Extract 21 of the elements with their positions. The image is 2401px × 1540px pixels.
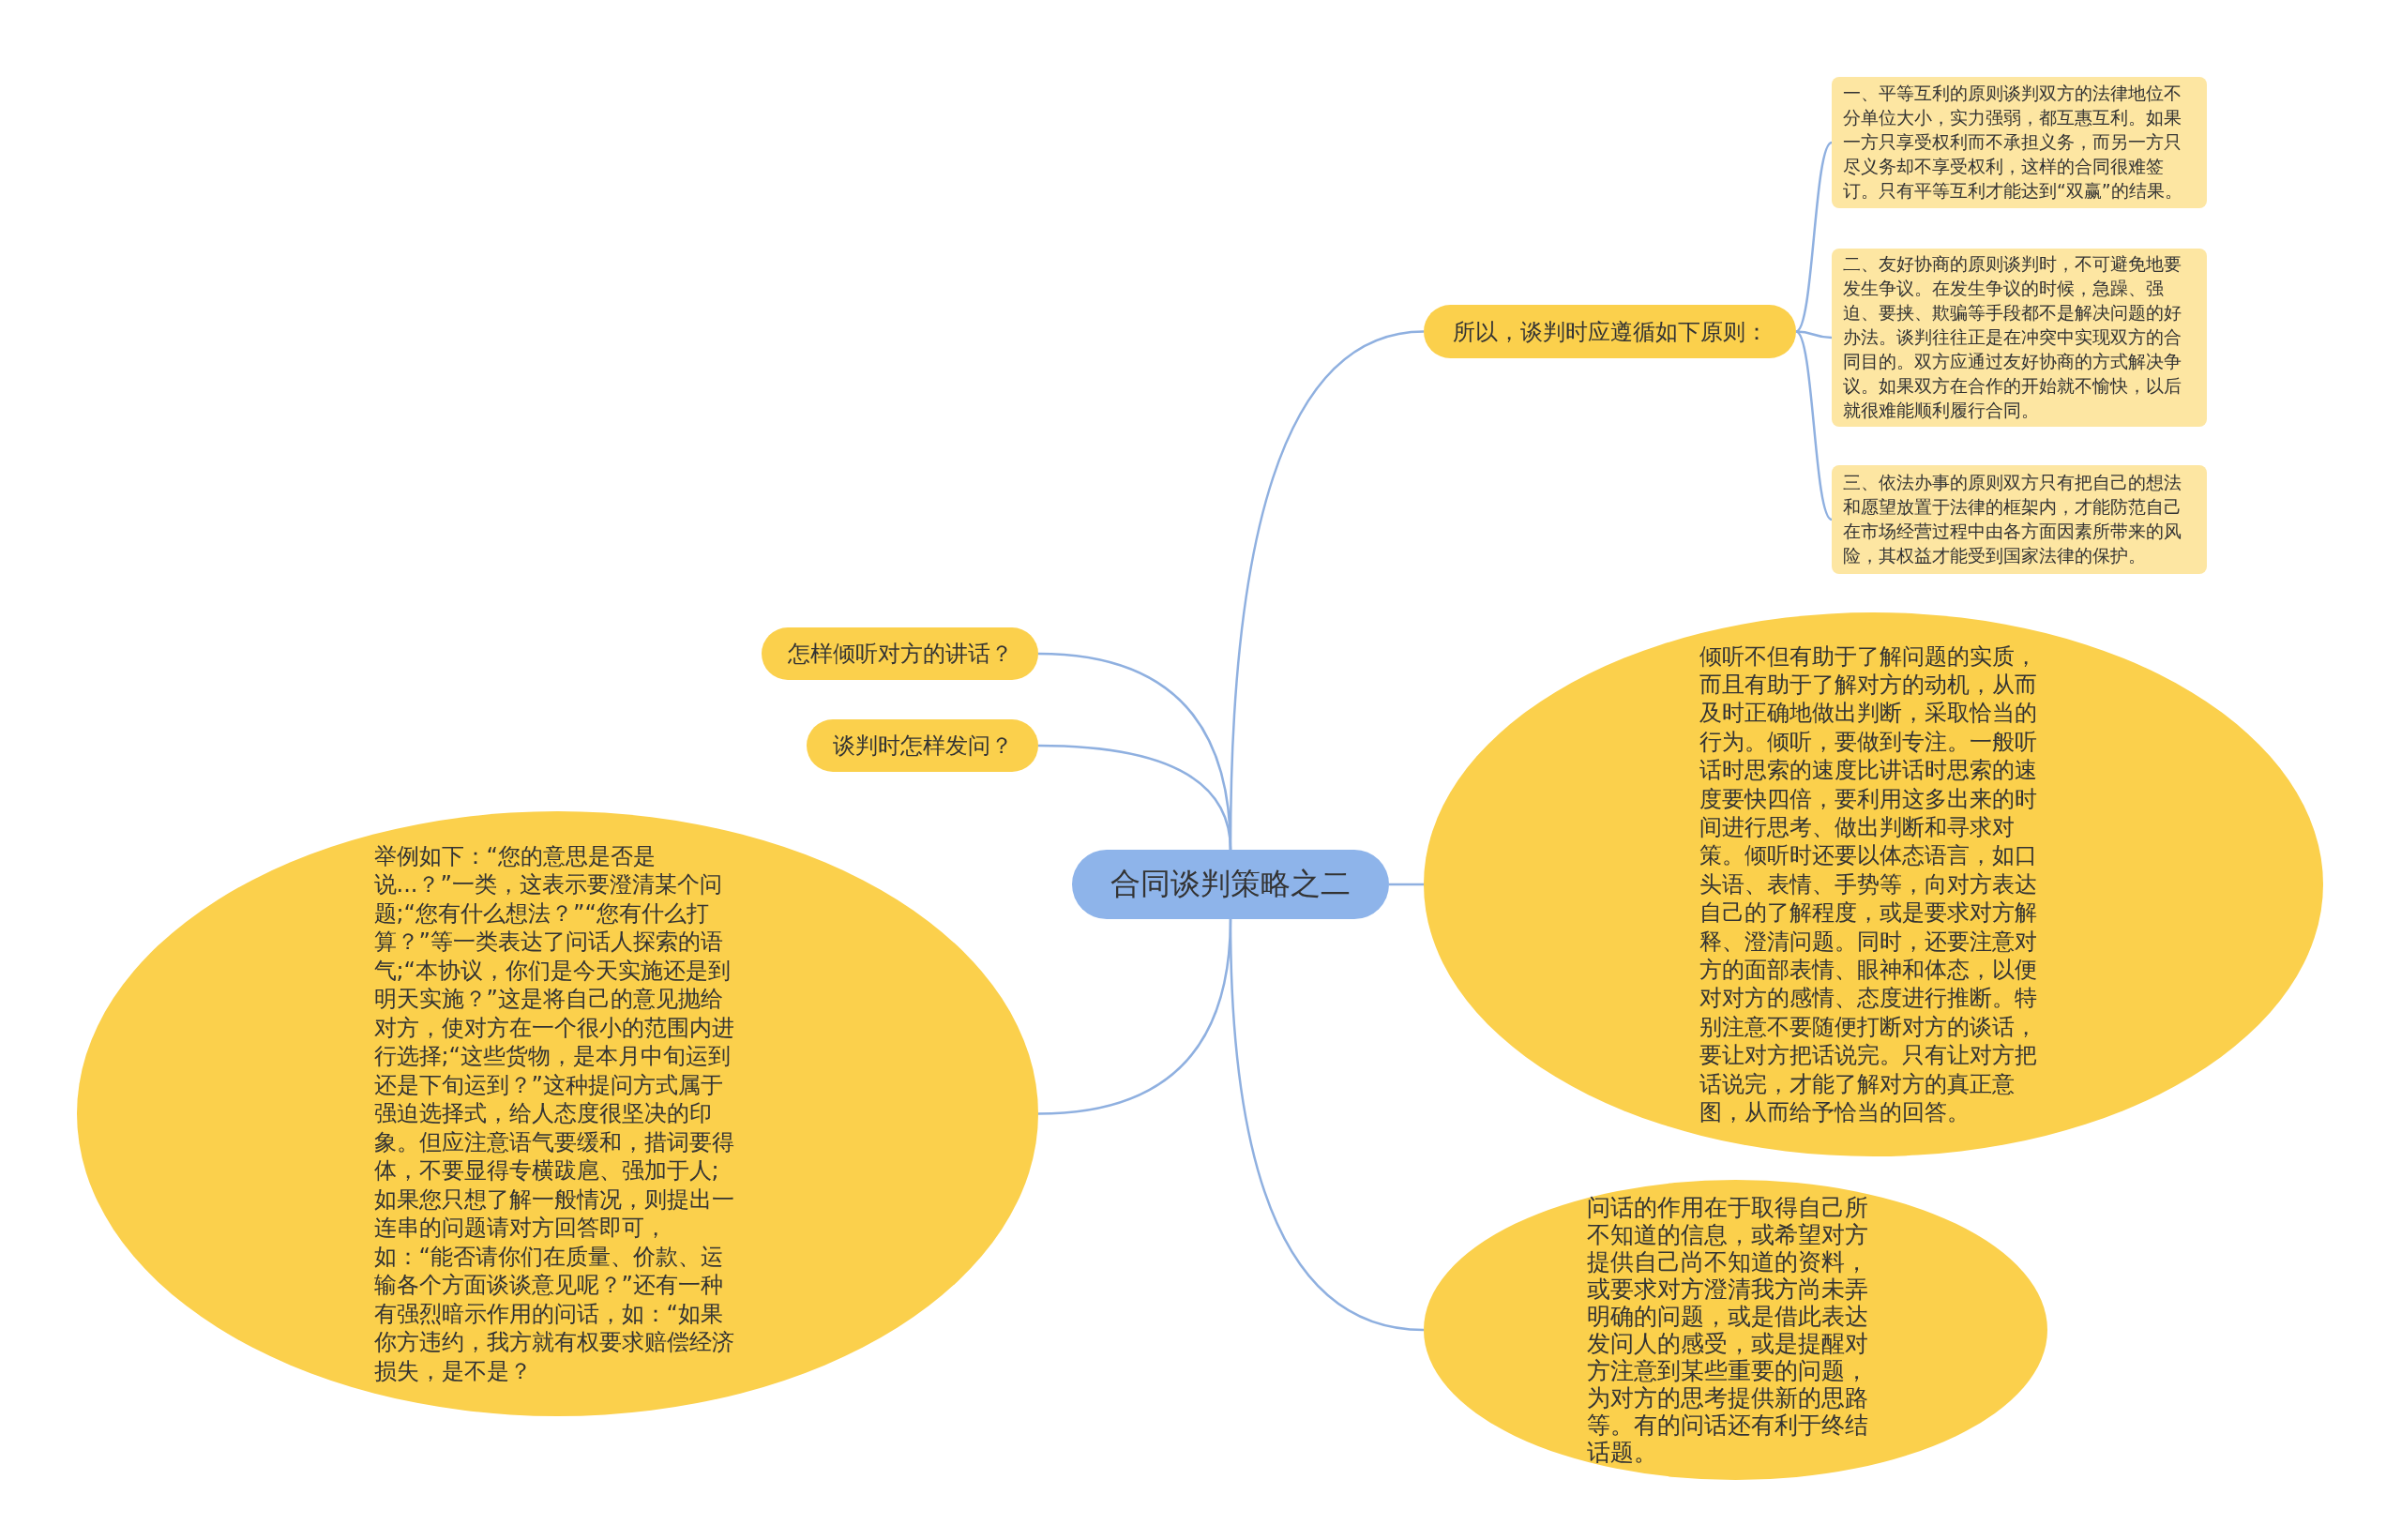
note-text: 一、平等互利的原则谈判双方的法律地位不分单位大小，实力强弱，都互惠互利。如果一方只享受权利而不承担义务，而另一方只尽义务却不享受权利，这样的合同很难签订。只有平等互利才能达到“双赢”的结果。 <box>1843 82 2183 203</box>
connector-line <box>1795 330 1833 340</box>
topic-pill <box>762 627 1038 680</box>
connector-line <box>1795 330 1833 521</box>
topic-pill <box>1424 305 1796 358</box>
connector-line <box>1795 142 1833 333</box>
topic-text: 所以，谈判时应遵循如下原则： <box>1452 317 1768 347</box>
topic-title: 合同谈判策略之二 <box>1110 865 1351 903</box>
ellipse-text: 倾听不但有助于了解问题的实质，而且有助于了解对方的动机，从而及时正确地做出判断，采取恰当的行为。倾听，要做到专注。一般听话时思索的速度比讲话时思索的速度要快四倍，要利用这多出来的时间进行思考、做出判断和寻求对策。倾听时还要以体态语言，如口头语、表情、手势等，向对方表达自己的了解程度，或是要求对方解释、澄清问题。同时，还要注意对方的面部表情、眼神和体态，以便对对方的感情、态度进行推断。特别注意不要随便打断对方的谈话，要让对方把话说完。只有让对方把话说完，才能了解对方的真正意图，从而给予恰当的回答。 <box>1699 642 2038 1127</box>
connector-line <box>1389 883 1424 886</box>
ellipse-text: 问话的作用在于取得自己所不知道的信息，或希望对方提供自己尚不知道的资料，或要求对方澄清我方尚未弄明确的问题，或是借此表达发问人的感受，或是提醒对方注意到某些重要的问题，为对方的思考提供新的思路等。有的问话还有利于终结话题。 <box>1586 1194 1869 1466</box>
note-box <box>1832 77 2207 208</box>
note-text: 二、友好协商的原则谈判时，不可避免地要发生争议。在发生争议的时候，急躁、强迫、要挟、欺骗等手段都不是解决问题的好办法。谈判往往正是在冲突中实现双方的合同目的。双方应通过友好协商的方式解决争议。如果双方在合作的开始就不愉快，以后就很难能顺利履行合同。 <box>1843 252 2182 422</box>
note-text: 三、依法办事的原则双方只有把自己的想法和愿望放置于法律的框架内，才能防范自己在市场经营过程中由各方面因素所带来的风险，其权益才能受到国家法律的保护。 <box>1843 471 2182 567</box>
note-box <box>1832 465 2207 574</box>
topic-text: 谈判时怎样发问？ <box>832 732 1013 761</box>
topic-pill <box>807 719 1038 772</box>
topic-text: 怎样倾听对方的讲话？ <box>787 640 1013 669</box>
ellipse-text: 举例如下：“您的意思是否是说...？”一类，这表示要澄清某个问题;“您有什么想法？”“您有什么打算？”等一类表达了问话人探索的语气;“本协议，你们是今天实施还是到明天实施？”这是将自己的意见抛给对方，使对方在一个很小的范围内进行选择;“这些货物，是本月中旬运到还是下旬运到？”这种提问方式属于强迫选择式，给人态度很坚决的印象。但应注意语气要缓和，措词要得体，不要显得专横跋扈、强加于人;如果您只想了解一般情况，则提出一连串的问题请对方回答即可，如：“能否请你们在质量、价款、运输各个方面谈谈意见呢？”还有一种有强烈暗示作用的问话，如：“如果你方违约，我方就有权要求赔偿经济损失，是不是？ <box>373 841 735 1386</box>
connector-line <box>1229 918 1425 1332</box>
connector-line <box>1037 744 1232 851</box>
